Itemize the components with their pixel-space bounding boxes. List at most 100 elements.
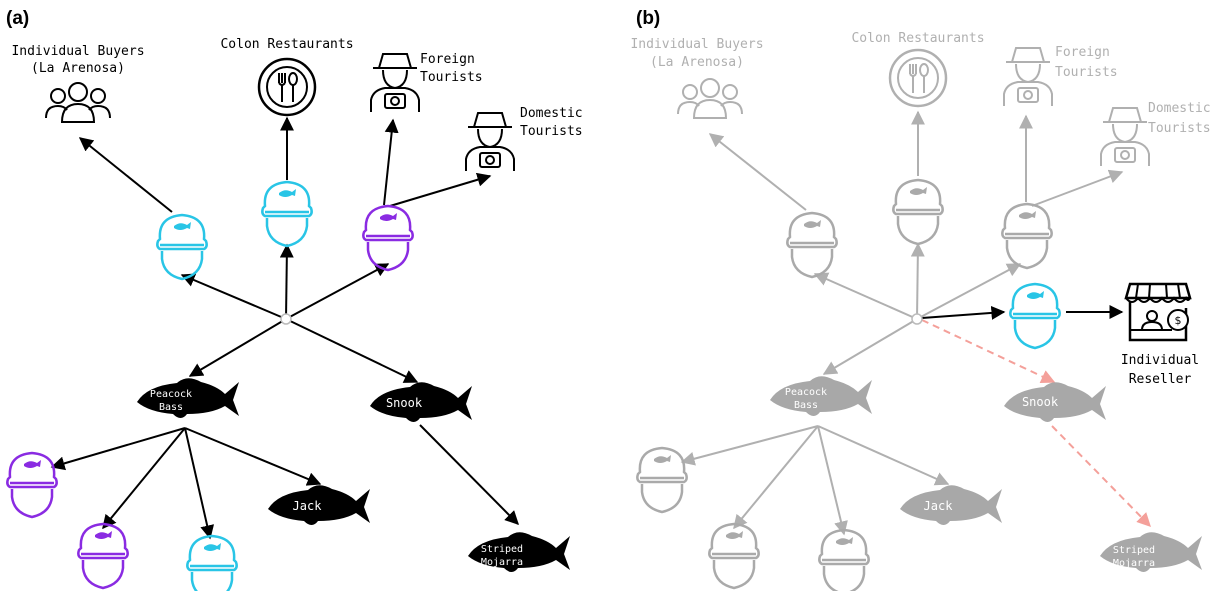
panel-a-individual-buyers: Individual Buyers (La Arenosa) xyxy=(11,44,145,123)
arrow-hub-to-peacock xyxy=(188,318,287,377)
arrow-peacock-to-jack xyxy=(184,427,322,486)
arrow-hub-to-fisher-2 xyxy=(279,243,294,320)
tourist-camera-icon xyxy=(370,53,420,113)
jack-label: Jack xyxy=(293,499,323,513)
panel-b-individual-reseller: Individual Reseller xyxy=(1121,282,1199,387)
buyers-label-line-2: (La Arenosa) xyxy=(650,55,744,70)
panel-a-jack: Jack xyxy=(268,485,370,525)
fisher-cap-icon xyxy=(708,522,760,590)
snook-label: Snook xyxy=(386,396,423,410)
arrow-fisher-3-to-domestic xyxy=(1031,169,1124,207)
panel-b-gray-arrows xyxy=(680,110,1124,536)
arrow-hub-to-new-fisher xyxy=(921,305,1006,320)
arrow-peacock-to-jack xyxy=(817,425,950,486)
tourist-camera-icon xyxy=(1100,107,1150,167)
fisher-cap-icon xyxy=(1001,202,1053,270)
arrow-peacock-to-fisher-6 xyxy=(817,425,848,536)
panel-a-colon-restaurants: Colon Restaurants xyxy=(220,37,354,117)
arrow-hub-to-fisher-2 xyxy=(910,242,925,320)
panel-a-domestic-tourists: Domestic Tourists xyxy=(465,106,583,172)
domestic-label-line-2: Tourists xyxy=(520,124,583,139)
arrow-hub-to-fisher-3 xyxy=(285,263,390,320)
buyers-label-line-1: Individual Buyers xyxy=(11,44,144,59)
panel-a-snook: Snook xyxy=(370,382,472,422)
restaurants-label: Colon Restaurants xyxy=(220,37,353,52)
panel-b-peacock-bass: Peacock Bass xyxy=(770,376,872,416)
mojarra-label-line-1: Striped xyxy=(481,544,523,555)
market-stall-icon xyxy=(1124,282,1192,342)
panel-a-peacock-bass: Peacock Bass xyxy=(137,378,239,418)
peacock-label-line-2: Bass xyxy=(794,400,818,411)
fisher-cap-icon xyxy=(818,528,870,591)
panel-b-black-arrows xyxy=(921,305,1124,320)
plate-cutlery-icon xyxy=(888,48,948,108)
foreign-label-line-1: Foreign xyxy=(1055,45,1110,60)
panel-b-striped-mojarra: Striped Mojarra xyxy=(1100,532,1202,572)
peacock-label-line-2: Bass xyxy=(159,402,183,413)
arrow-hub-to-peacock xyxy=(822,318,918,375)
dashed-hub-to-snook xyxy=(921,319,1056,383)
fisher-cap-icon xyxy=(786,211,838,279)
panel-b-snook: Snook xyxy=(1004,382,1106,422)
panel-a: (a) Individual Buyers (La Arenosa) xyxy=(6,8,583,591)
domestic-label-line-1: Domestic xyxy=(1148,101,1211,116)
fisher-cap-icon xyxy=(186,534,238,591)
arrow-hub-to-fisher-3 xyxy=(916,263,1022,320)
domestic-label-line-1: Domestic xyxy=(520,106,583,121)
arrow-peacock-to-fisher-5 xyxy=(733,425,819,530)
panel-a-striped-mojarra: Striped Mojarra xyxy=(468,532,570,572)
panel-b-foreign-tourists: Foreign Tourists xyxy=(1003,45,1118,107)
arrow-snook-to-mojarra xyxy=(419,424,519,525)
panel-b: (b) Individual Bu xyxy=(630,8,1211,591)
panel-b-jack: Jack xyxy=(900,485,1002,525)
people-group-icon xyxy=(45,82,111,123)
tourist-camera-icon xyxy=(1003,47,1053,107)
fisher-cap-icon xyxy=(1009,282,1061,350)
arrow-fisher-3-to-domestic xyxy=(389,172,492,207)
arrow-fisher-1-to-buyers xyxy=(708,133,807,211)
fisher-cap-icon xyxy=(156,213,208,281)
mojarra-label-line-1: Striped xyxy=(1113,545,1155,556)
panel-b-individual-buyers: Individual Buyers (La Arenosa) xyxy=(630,37,764,119)
people-group-icon xyxy=(677,78,743,119)
arrow-hub-to-fisher-1 xyxy=(180,273,287,320)
reseller-label-line-1: Individual xyxy=(1121,353,1199,368)
arrow-peacock-to-fisher-4 xyxy=(680,425,819,466)
arrow-fisher-3-to-foreign xyxy=(383,118,399,206)
jack-label: Jack xyxy=(924,499,954,513)
fisher-cap-icon xyxy=(636,446,688,514)
arrow-peacock-to-fisher-5 xyxy=(102,427,186,530)
panel-b-dashed-arrows xyxy=(921,319,1151,527)
fisher-cap-icon xyxy=(6,451,58,519)
panel-a-hub-node xyxy=(280,313,292,325)
panel-a-label: (a) xyxy=(6,8,29,29)
panel-b-domestic-tourists: Domestic Tourists xyxy=(1100,101,1211,167)
panel-b-colon-restaurants: Colon Restaurants xyxy=(851,31,985,108)
fisher-cap-icon xyxy=(261,180,313,248)
foreign-label-line-1: Foreign xyxy=(420,52,475,67)
peacock-label-line-1: Peacock xyxy=(785,387,827,398)
arrow-peacock-to-fisher-6 xyxy=(184,427,215,540)
panel-b-label: (b) xyxy=(636,8,660,29)
peacock-label-line-1: Peacock xyxy=(150,389,192,400)
panel-a-foreign-tourists: Foreign Tourists xyxy=(370,52,483,113)
buyers-label-line-1: Individual Buyers xyxy=(630,37,763,52)
tourist-camera-icon xyxy=(465,112,515,172)
fisher-cap-icon xyxy=(77,522,129,590)
arrow-hub-to-fisher-1 xyxy=(813,272,918,320)
mojarra-label-line-2: Mojarra xyxy=(1113,558,1155,569)
fisher-cap-icon xyxy=(362,204,414,272)
dashed-snook-to-mojarra xyxy=(1051,425,1151,527)
domestic-label-line-2: Tourists xyxy=(1148,121,1211,136)
foreign-label-line-2: Tourists xyxy=(420,70,483,85)
reseller-label-line-2: Reseller xyxy=(1129,372,1192,387)
plate-cutlery-icon xyxy=(257,57,317,117)
restaurants-label: Colon Restaurants xyxy=(851,31,984,46)
arrow-peacock-to-fisher-4 xyxy=(50,427,186,471)
fisher-cap-icon xyxy=(892,178,944,246)
foreign-label-line-2: Tourists xyxy=(1055,65,1118,80)
panel-a-arrows xyxy=(50,116,519,540)
mojarra-label-line-2: Mojarra xyxy=(481,557,523,568)
snook-label: Snook xyxy=(1022,395,1059,409)
